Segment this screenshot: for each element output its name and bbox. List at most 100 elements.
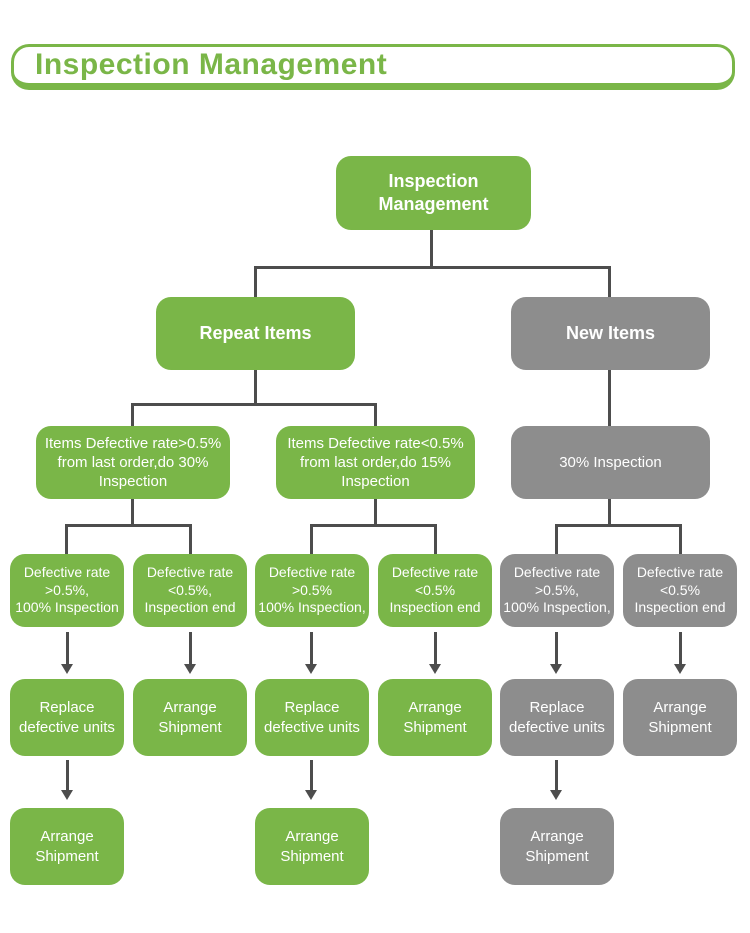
node-label-line: Items Defective rate>0.5% xyxy=(44,434,222,452)
node-label-line: Inspection xyxy=(388,170,479,191)
node-inspection-management: Inspection Management xyxy=(336,156,531,230)
node-label-line: Defective rate xyxy=(146,563,234,580)
node-label-line: Shipment xyxy=(158,718,222,736)
arrow-shaft xyxy=(555,632,558,665)
node-label-line: from last order,do 15% xyxy=(300,453,451,471)
connector-drop-l4-1 xyxy=(65,527,68,554)
node-label-line: Inspection xyxy=(98,473,168,491)
node-l5-arrange-shipment-3: Arrange Shipment xyxy=(623,679,737,756)
arrow-down-icon xyxy=(305,790,317,800)
node-l4-defrate-low-end-2: Defective rate <0.5% Inspection end xyxy=(378,554,492,627)
connector-l3a-stem xyxy=(131,499,134,526)
node-label-line: Defective rate xyxy=(513,563,601,580)
node-l5-replace-units-3: Replace defective units xyxy=(500,679,614,756)
page-header: Inspection Management xyxy=(11,44,735,90)
node-label-line: Shipment xyxy=(525,847,589,865)
arrow-down-icon xyxy=(674,664,686,674)
node-l6-arrange-shipment-2: Arrange Shipment xyxy=(255,808,369,885)
node-l5-arrange-shipment-2: Arrange Shipment xyxy=(378,679,492,756)
node-l4-defrate-high-100pct-3: Defective rate >0.5%, 100% Inspection, xyxy=(500,554,614,627)
node-repeat-items: Repeat Items xyxy=(156,297,355,370)
node-label-line: Defective rate xyxy=(391,563,479,580)
connector-l3b-stem xyxy=(374,499,377,526)
connector-drop-l4-4 xyxy=(434,527,437,554)
node-label-line: Inspection xyxy=(341,473,410,491)
node-l5-arrange-shipment-1: Arrange Shipment xyxy=(133,679,247,756)
node-repeat-defective-low: Items Defective rate<0.5% from last orde… xyxy=(276,426,475,499)
node-l5-replace-units-1: Replace defective units xyxy=(10,679,124,756)
node-label-line: >0.5%, xyxy=(535,581,579,598)
arrow-down-icon xyxy=(61,790,73,800)
node-label-line: Replace xyxy=(529,699,585,717)
node-label-line: Defective rate xyxy=(268,563,356,580)
arrow-down-icon xyxy=(550,790,562,800)
node-label-line: Shipment xyxy=(280,847,344,865)
node-label-line: Defective rate xyxy=(636,563,724,580)
node-label-line: defective units xyxy=(264,718,360,736)
node-label-line: Replace xyxy=(39,699,95,717)
node-repeat-defective-high: Items Defective rate>0.5% from last orde… xyxy=(36,426,230,499)
node-label-line: Arrange xyxy=(163,699,217,717)
node-l4-defrate-high-100pct-2: Defective rate >0.5% 100% Inspection, xyxy=(255,554,369,627)
node-label-line: Items Defective rate<0.5% xyxy=(287,434,464,452)
node-label-line: 30% Inspection xyxy=(559,453,662,471)
connector-drop-new-items xyxy=(608,269,611,297)
connector-drop-repeat-low xyxy=(374,406,377,426)
arrow-down-icon xyxy=(550,664,562,674)
node-label-line: <0.5% xyxy=(414,581,456,598)
node-l4-defrate-low-end-3: Defective rate <0.5% Inspection end xyxy=(623,554,737,627)
connector-drop-repeat-items xyxy=(254,269,257,297)
node-label-line: Inspection end xyxy=(144,599,236,616)
node-label-line: New Items xyxy=(565,322,656,343)
node-label-line: Inspection end xyxy=(634,599,726,616)
node-label-line: 100% Inspection xyxy=(15,599,119,616)
node-label-line: Defective rate xyxy=(23,563,111,580)
page-title: Inspection Management xyxy=(35,48,388,81)
node-label-line: Inspection end xyxy=(389,599,481,616)
node-l6-arrange-shipment-1: Arrange Shipment xyxy=(10,808,124,885)
arrow-shaft xyxy=(679,632,682,665)
node-new-items: New Items xyxy=(511,297,710,370)
node-label-line: <0.5%, xyxy=(168,581,212,598)
arrow-down-icon xyxy=(429,664,441,674)
node-label-line: Replace xyxy=(284,699,340,717)
connector-l3c-stem xyxy=(608,499,611,526)
node-label-line: <0.5% xyxy=(659,581,701,598)
arrow-down-icon xyxy=(184,664,196,674)
connector-root-stem xyxy=(430,230,433,268)
node-label-line: from last order,do 30% xyxy=(57,453,209,471)
connector-drop-repeat-high xyxy=(131,406,134,426)
node-label-line: Repeat Items xyxy=(199,322,312,343)
node-label-line: >0.5%, xyxy=(45,581,89,598)
node-label-line: 100% Inspection, xyxy=(258,599,366,616)
arrow-shaft xyxy=(555,760,558,791)
arrow-shaft xyxy=(66,760,69,791)
node-label-line: Shipment xyxy=(403,718,467,736)
node-label-line: Arrange xyxy=(285,828,339,846)
node-l5-replace-units-2: Replace defective units xyxy=(255,679,369,756)
connector-root-crossbar xyxy=(254,266,611,269)
node-label-line: Arrange xyxy=(530,828,584,846)
node-l4-defrate-low-end-1: Defective rate <0.5%, Inspection end xyxy=(133,554,247,627)
connector-l3a-crossbar xyxy=(65,524,192,527)
connector-l3c-crossbar xyxy=(555,524,682,527)
arrow-shaft xyxy=(66,632,69,665)
node-label-line: Arrange xyxy=(653,699,707,717)
arrow-shaft xyxy=(310,632,313,665)
node-label-line: Shipment xyxy=(648,718,712,736)
node-label-line: Arrange xyxy=(408,699,462,717)
node-label-line: Shipment xyxy=(35,847,99,865)
connector-drop-l4-5 xyxy=(555,527,558,554)
node-label-line: defective units xyxy=(19,718,115,736)
node-label-line: >0.5% xyxy=(291,581,333,598)
connector-l3b-crossbar xyxy=(310,524,437,527)
connector-drop-l4-2 xyxy=(189,527,192,554)
node-new-30pct-inspection: 30% Inspection xyxy=(511,426,710,499)
node-label-line: Arrange xyxy=(40,828,94,846)
arrow-shaft xyxy=(189,632,192,665)
connector-drop-l4-6 xyxy=(679,527,682,554)
node-label-line: defective units xyxy=(509,718,605,736)
arrow-down-icon xyxy=(61,664,73,674)
connector-newitems-stem xyxy=(608,370,611,426)
